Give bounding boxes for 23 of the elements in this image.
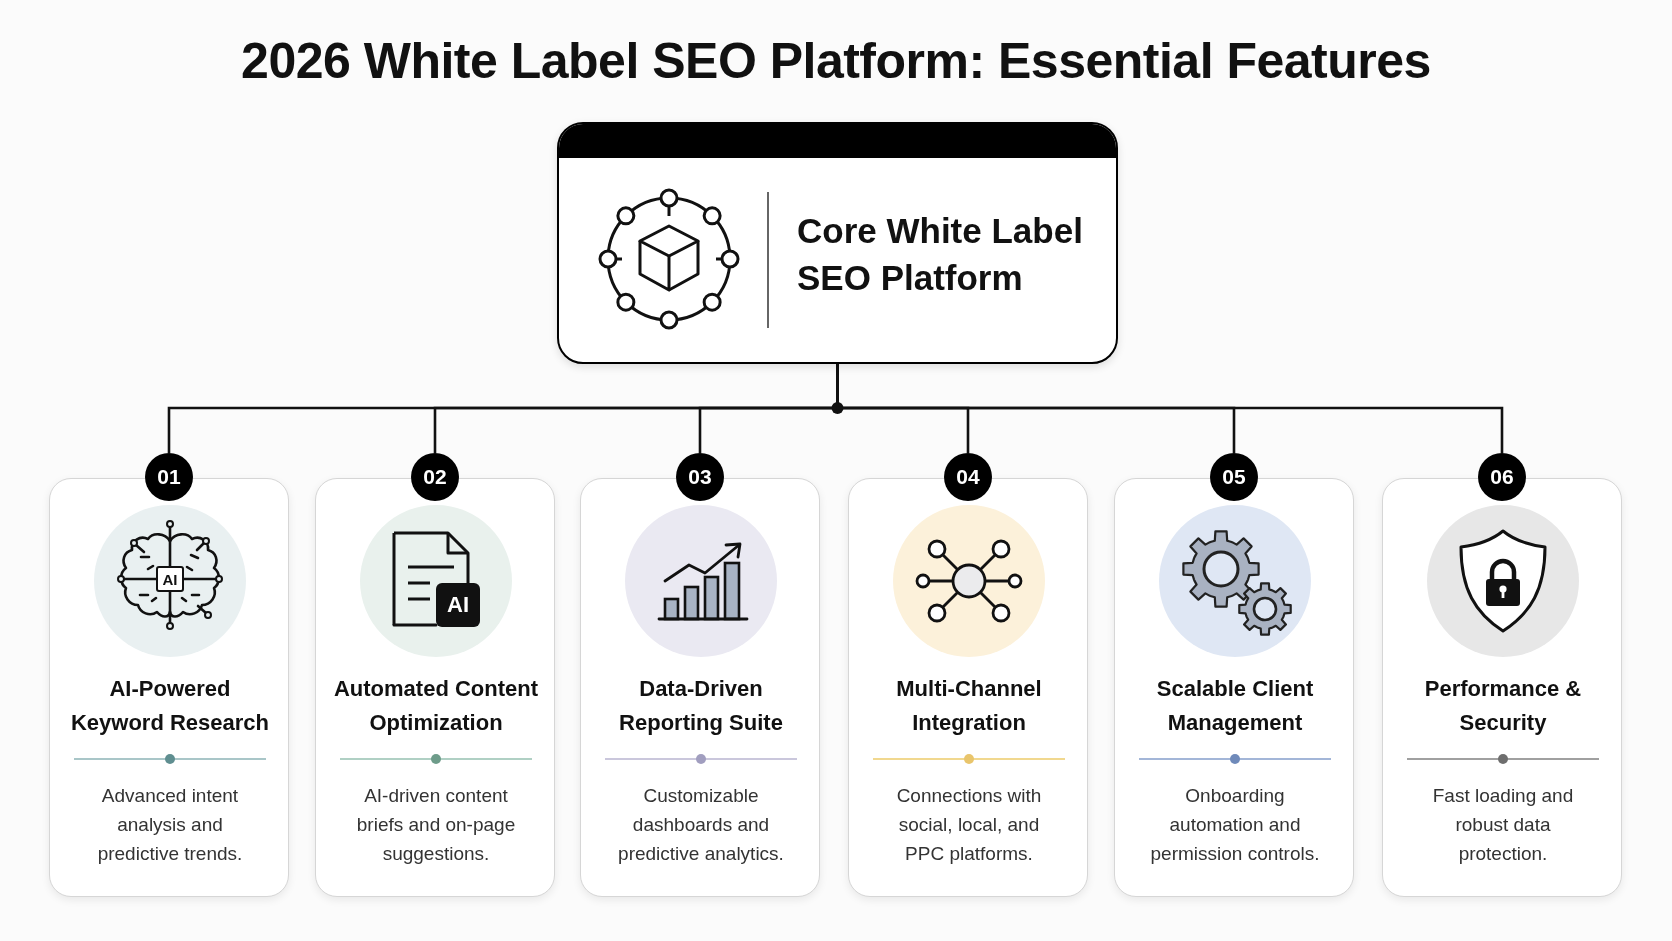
step-number-badge: 04 [944, 453, 992, 501]
feature-description: Customizable dashboards and predictive analytics. [617, 784, 785, 866]
feature-heading: Multi-Channel Integration [895, 675, 1043, 737]
feature-description: Fast loading and robust data protection. [1431, 784, 1575, 866]
step-number-badge: 01 [145, 453, 193, 501]
feature-heading: Data-Driven Reporting Suite [618, 675, 784, 737]
feature-description: Connections with social, local, and PPC platforms. [895, 784, 1043, 866]
diagram-title: 2026 White Label SEO Platform: Essential Features [241, 32, 1431, 91]
feature-heading: Automated Content Optimization [332, 675, 540, 737]
platform-box [557, 122, 1118, 364]
feature-description: Advanced intent analysis and predictive trends. [96, 784, 244, 866]
feature-heading: AI-Powered Keyword Research [69, 675, 271, 737]
step-number-badge: 06 [1478, 453, 1526, 501]
ai-chip: AI [156, 566, 184, 592]
feature-heading: Scalable Client Management [1155, 675, 1315, 737]
platform-title: Core White Label SEO Platform [797, 210, 1084, 299]
feature-description: AI-driven content briefs and on-page suggestions. [355, 784, 517, 866]
step-number-badge: 05 [1210, 453, 1258, 501]
feature-heading: Performance & Security [1423, 675, 1583, 737]
feature-description: Onboarding automation and permission controls. [1149, 784, 1321, 866]
ai-tile: AI [436, 583, 480, 627]
step-number-badge: 02 [411, 453, 459, 501]
step-number-badge: 03 [676, 453, 724, 501]
